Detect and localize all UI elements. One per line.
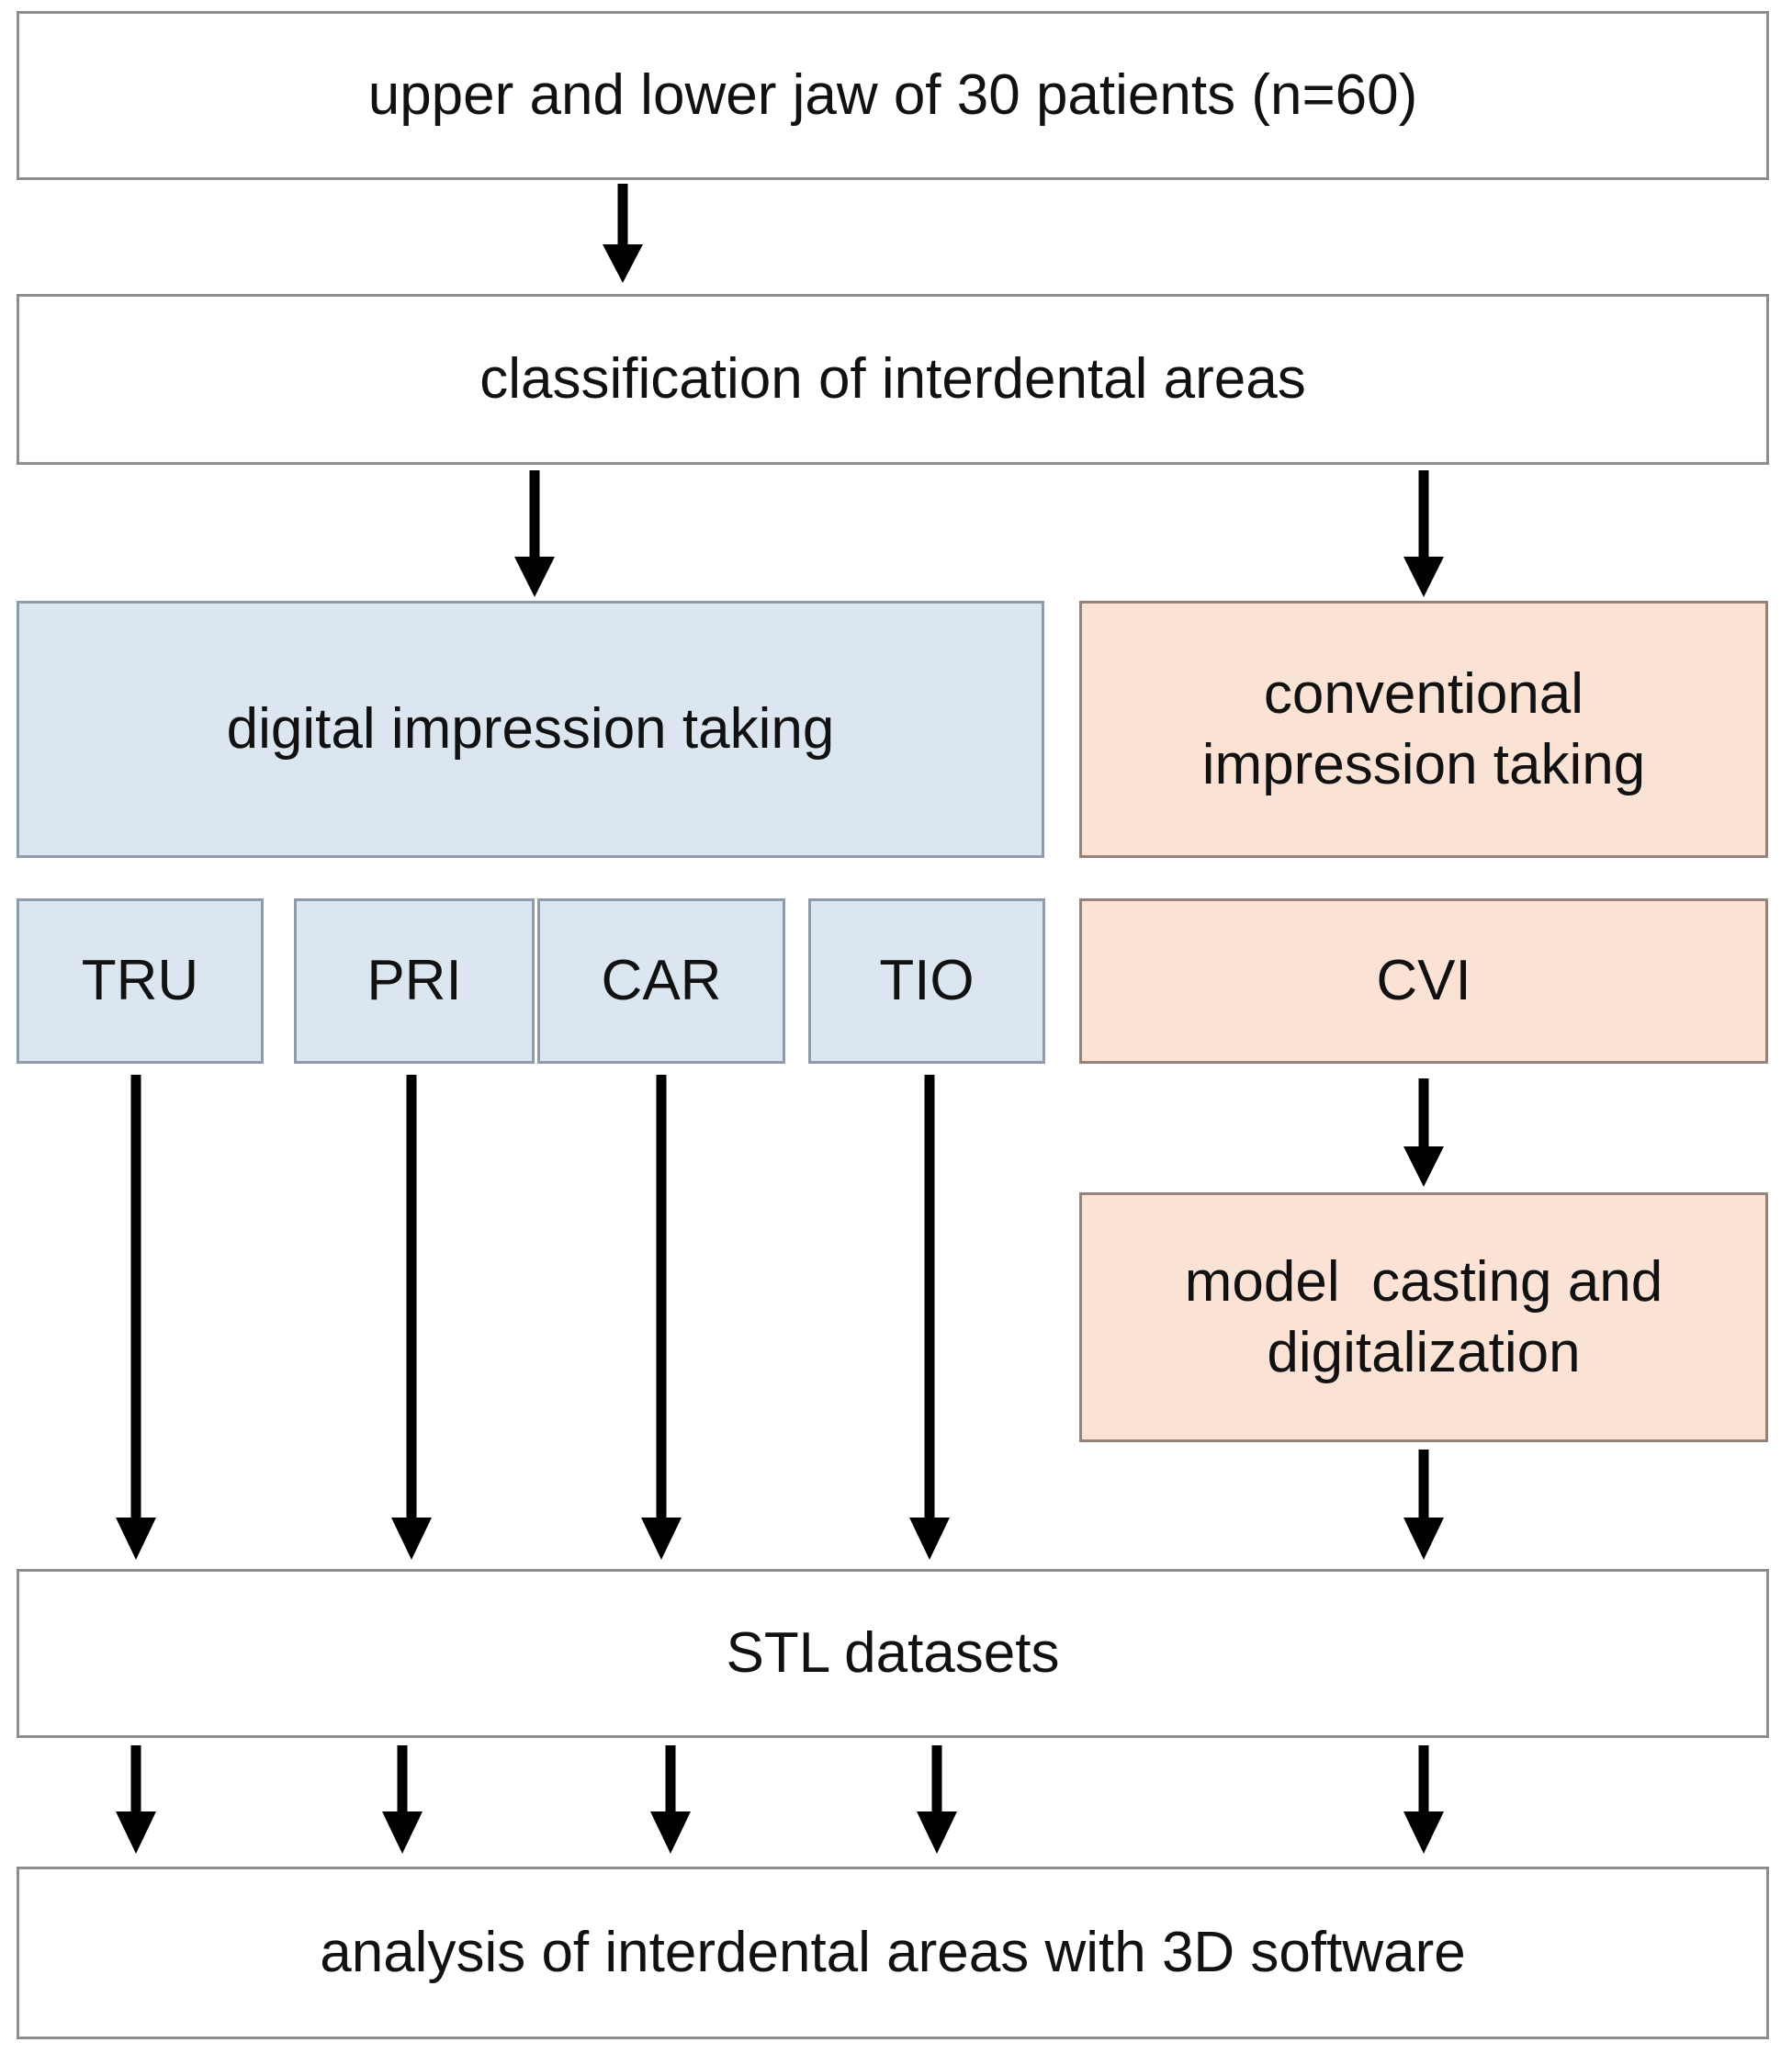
arrow-classification-to-digital: [507, 470, 562, 599]
node-conventional-impression: conventional impression taking: [1079, 601, 1768, 858]
arrow-classification-to-conventional: [1396, 470, 1451, 599]
arrow-cvi-to-model-casting: [1396, 1078, 1451, 1189]
node-stl-datasets: STL datasets: [17, 1569, 1769, 1738]
arrow-patients-to-classification: [595, 184, 650, 285]
node-digital-impression: digital impression taking: [17, 601, 1044, 858]
arrow-model-casting-to-stl: [1396, 1450, 1451, 1562]
arrow-stl-to-analysis-1: [108, 1745, 163, 1856]
arrow-car-to-stl: [634, 1075, 689, 1562]
node-scanner-tio: TIO: [808, 898, 1045, 1064]
arrow-tru-to-stl: [108, 1075, 163, 1562]
node-classification: classification of interdental areas: [17, 294, 1769, 465]
node-scanner-car: CAR: [537, 898, 785, 1064]
arrow-stl-to-analysis-4: [909, 1745, 964, 1856]
node-model-casting: model casting and digitalization: [1079, 1192, 1768, 1442]
arrow-stl-to-analysis-5: [1396, 1745, 1451, 1856]
node-scanner-tru: TRU: [17, 898, 264, 1064]
node-analysis: analysis of interdental areas with 3D so…: [17, 1867, 1769, 2039]
arrow-tio-to-stl: [902, 1075, 957, 1562]
node-scanner-pri: PRI: [294, 898, 535, 1064]
arrow-stl-to-analysis-3: [643, 1745, 698, 1856]
arrow-stl-to-analysis-2: [375, 1745, 430, 1856]
node-patients: upper and lower jaw of 30 patients (n=60…: [17, 11, 1769, 180]
node-scanner-cvi: CVI: [1079, 898, 1768, 1064]
arrow-pri-to-stl: [384, 1075, 439, 1562]
